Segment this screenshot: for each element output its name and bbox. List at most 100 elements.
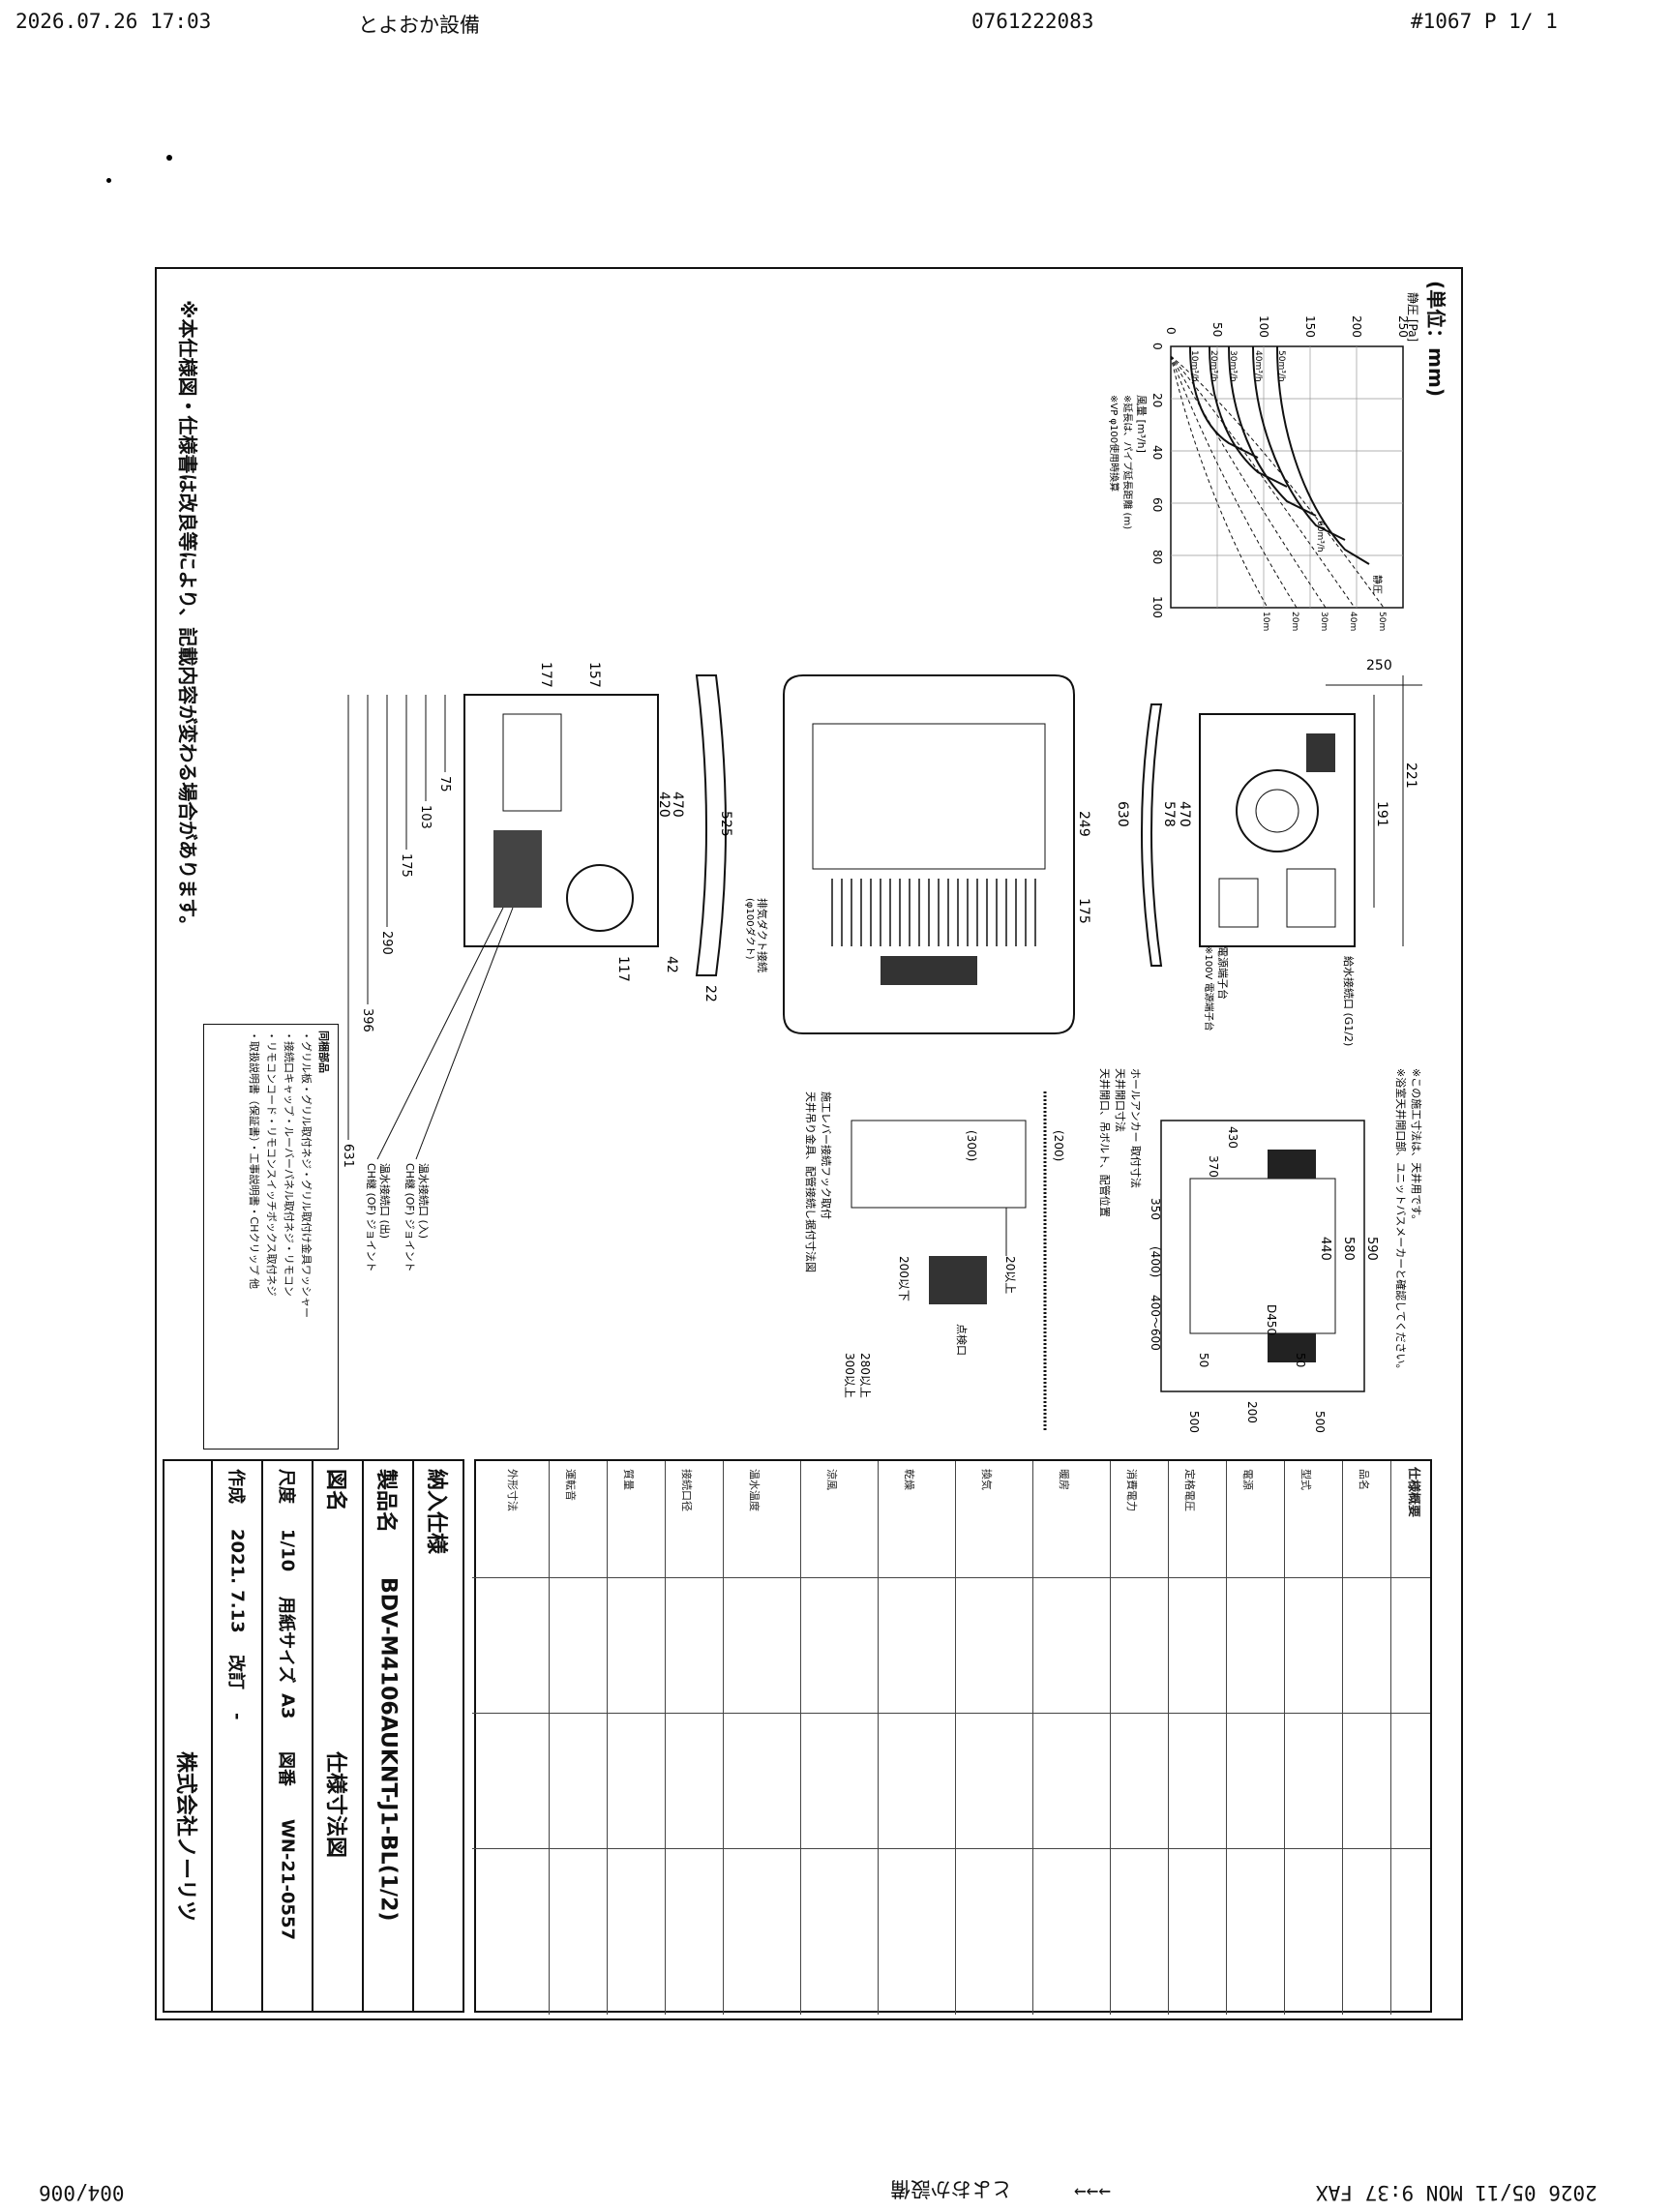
inner-frame [812, 723, 1046, 870]
line-label: 20m [1290, 612, 1299, 631]
scale-label: 尺度 [276, 1469, 296, 1504]
leader-in [415, 907, 514, 1160]
title-row-drawing: 図名 仕様寸法図 [312, 1461, 362, 2011]
date-label: 作成 [225, 1469, 246, 1504]
label-200-paren: (200) [1052, 1130, 1065, 1161]
ceiling-opening [1160, 1120, 1365, 1392]
drawing-sheet-wrapper: (単位：mm) [155, 267, 1463, 2020]
line-label: 10m [1261, 612, 1270, 631]
label-bolt-position: 天井開口、吊ボルト、配管位置 [1098, 1068, 1112, 1217]
drawing-label: 図名 [323, 1469, 347, 1512]
dim-22: 22 [702, 985, 718, 1002]
line-label: 50m [1377, 612, 1387, 631]
spec-rule [1032, 1461, 1033, 2015]
title-row-product: 製品名 BDV-M4106AUKNT-J1-BL(1/2) [362, 1461, 412, 2011]
install-note-1: ※この施工寸法は、天井用です。 [1410, 1068, 1423, 1225]
number-value: WN-21-0557 [277, 1819, 298, 1941]
fax-datetime: 2026.07.26 17:03 [15, 10, 212, 33]
unit-label: (単位：mm) [1424, 281, 1448, 397]
spec-row-label: 温水温度 [748, 1469, 761, 1511]
title-row-company: 株式会社ノーリツ [164, 1461, 211, 2011]
louver-slats [831, 879, 1036, 946]
label-hot-water-out: 温水接続口 (出) [378, 1163, 392, 1239]
spec-title: 仕様概要 [1406, 1467, 1420, 1518]
duct-port-circle [566, 864, 634, 932]
spec-rule [1284, 1461, 1285, 2015]
heat-exchanger [1286, 868, 1336, 928]
chart-curves [1189, 345, 1370, 565]
title-row-scale: 尺度 1/10 用紙サイズ A3 図番 WN-21-0557 [261, 1461, 312, 2011]
duct-line-1 [1170, 355, 1385, 609]
dim-370: 370 [1207, 1155, 1220, 1178]
chart-x-label: 風量 [m³/h] [1135, 395, 1148, 453]
fax-phone: 0761222083 [971, 10, 1094, 33]
hanger-bolt-a [1268, 1150, 1316, 1179]
dim-400: (400) [1149, 1246, 1162, 1277]
curve-label: 30m³/h [1228, 350, 1238, 382]
revision-value: - [226, 1713, 248, 1720]
included-part-item: ・リモコンコード・リモコンスイッチボックス取付ネジ [265, 1031, 278, 1297]
label-anchor: ホールアンカー 取付寸法 [1129, 1068, 1143, 1188]
included-part-item: ・接続口キャップ・ルーバーパネル取付ネジ・リモコン [283, 1031, 295, 1297]
spec-rule [1168, 1461, 1169, 2015]
spec-row-label: 乾燥 [903, 1469, 915, 1490]
static-pressure-chart: 0 50 100 150 200 250 0 20 40 60 80 100 静… [1108, 292, 1419, 631]
dim-350: 350 [1149, 1198, 1162, 1220]
scan-speck [166, 155, 172, 161]
spec-rule [1342, 1461, 1343, 2015]
chart-line-labels: 50m 40m 30m 20m 10m [1261, 612, 1387, 631]
supply-port [1306, 733, 1335, 772]
scale-value: 1/10 [277, 1529, 298, 1572]
piping-block [493, 830, 542, 908]
spec-row-label: 品名 [1358, 1469, 1370, 1490]
spec-rule [472, 1713, 1430, 1714]
title-row-date: 作成 2021. 7.13 改訂 - [211, 1461, 261, 2011]
fax-sender: とよおか設備 [358, 14, 480, 37]
line-label: 30m [1319, 612, 1329, 631]
install-note-2: ※浴室天井開口部、ユニットバスメーカーと確認してください。 [1394, 1068, 1408, 1375]
y-tick: 150 [1303, 315, 1317, 338]
dim-500a: 500 [1187, 1411, 1201, 1433]
dim-175: 175 [1076, 898, 1091, 924]
grille-outline [783, 674, 1075, 1034]
title-block: 納入仕様 製品名 BDV-M4106AUKNT-J1-BL(1/2) 図名 仕様… [163, 1459, 464, 2013]
dim-430: 430 [1226, 1126, 1239, 1149]
label-hook: 施工レバー接続フック取付 [820, 1091, 833, 1219]
spec-rule [723, 1461, 724, 2015]
fax-page: #1067 P 1/ 1 [1411, 10, 1558, 33]
dim-250: 250 [1366, 658, 1392, 673]
dim-500b: 500 [1313, 1411, 1327, 1433]
spec-row-label: 運転音 [564, 1469, 577, 1501]
spec-row-label: 電源 [1241, 1469, 1254, 1490]
dim-590: 590 [1364, 1237, 1379, 1261]
fax-footer-dest: とよおか設備 [890, 2177, 1012, 2200]
spec-row-label: 接続口径 [680, 1469, 693, 1511]
dim-580: 580 [1341, 1237, 1356, 1261]
dim-630: 630 [1115, 801, 1130, 827]
spec-row-label: 涼風 [825, 1469, 838, 1490]
size-value: A3 [277, 1693, 298, 1719]
spec-rule [1390, 1461, 1391, 2015]
x-tick: 20 [1150, 393, 1164, 407]
installation-plan: ※この施工寸法は、天井用です。 ※浴室天井開口部、ユニットバスメーカーと確認して… [1098, 1068, 1423, 1433]
spec-rule [955, 1461, 956, 2015]
label-200-under: 200以下 [897, 1256, 911, 1301]
label-300-paren: (300) [965, 1130, 978, 1161]
label-hot-water-out-joint: CH継 (OF) ジョイント [365, 1163, 378, 1272]
spec-table: 仕様概要 品名 型式 電源 定格電圧 消費電力 暖房 換気 乾燥 涼風 温水温度 [472, 1459, 1432, 2015]
dim-249: 249 [1076, 811, 1091, 837]
chart-grid [1171, 346, 1403, 608]
y-tick: 50 [1210, 322, 1224, 337]
dim-d450: D450 [1265, 1304, 1278, 1335]
dim-42: 42 [664, 956, 679, 973]
label-power-terminal: 電源端子台 [1216, 946, 1230, 1000]
spec-rule [472, 1577, 1430, 1578]
x-tick: 60 [1150, 497, 1164, 512]
title-row-client: 納入仕様 [412, 1461, 463, 2011]
dim-290: 290 [379, 931, 394, 955]
dim-470-side: 470 [670, 792, 685, 818]
spec-row-label: 消費電力 [1125, 1469, 1138, 1511]
spec-rule [607, 1461, 608, 2015]
grille-panel-side [1141, 703, 1163, 967]
grille-panel-front [695, 674, 727, 976]
